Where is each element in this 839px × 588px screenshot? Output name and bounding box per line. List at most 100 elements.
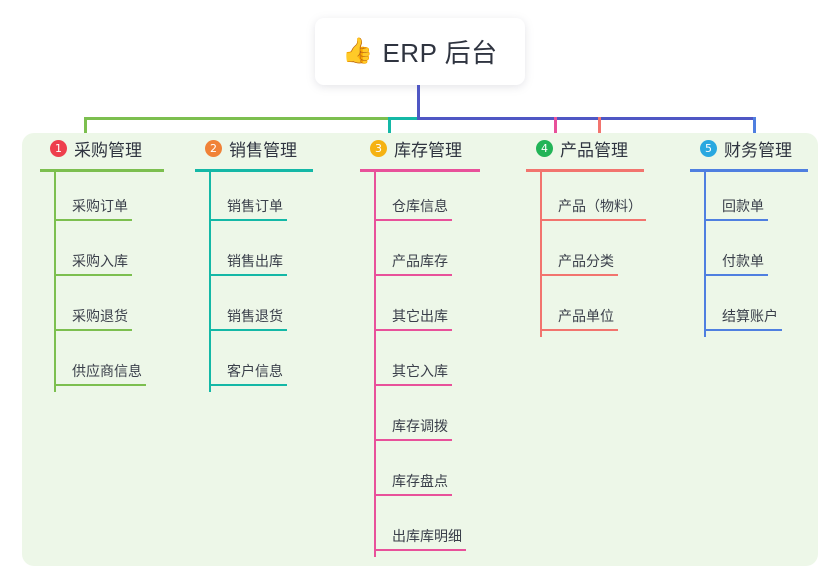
branch-header-1[interactable]: 1 采购管理 (40, 133, 164, 163)
branch-item-underline (374, 219, 452, 221)
branch-item-underline (54, 274, 132, 276)
branch-item[interactable]: 结算账户 (690, 282, 808, 337)
branch-item-label: 采购退货 (72, 308, 128, 324)
branch-item-underline (704, 274, 768, 276)
branch-item-label: 产品单位 (558, 308, 614, 324)
root-node-content: 👍 ERP 后台 (342, 33, 497, 70)
branch-column-2: 2 销售管理销售订单销售出库销售退货客户信息 (195, 133, 313, 392)
branch-item-label: 销售出库 (227, 253, 283, 269)
branch-items-2: 销售订单销售出库销售退货客户信息 (195, 172, 313, 392)
branch-stem-4 (540, 172, 542, 337)
branch-header-5[interactable]: 5 财务管理 (690, 133, 808, 163)
branch-item[interactable]: 销售出库 (195, 227, 313, 282)
branch-column-3: 3 库存管理仓库信息产品库存其它出库其它入库库存调拨库存盘点出库库明细 (360, 133, 480, 557)
branch-item-underline (374, 439, 452, 441)
branch-badge-2: 2 (205, 139, 222, 157)
branch-title-2: 销售管理 (229, 140, 297, 160)
branch-item-label: 产品库存 (392, 253, 448, 269)
branch-item[interactable]: 其它入库 (360, 337, 480, 392)
branch-item[interactable]: 采购入库 (40, 227, 164, 282)
branch-title-3: 库存管理 (394, 140, 462, 160)
branch-badge-4: 4 (536, 139, 553, 157)
branch-stem-5 (704, 172, 706, 337)
branch-item-underline (209, 274, 287, 276)
branch-stem-2 (209, 172, 211, 392)
branch-underline-5 (690, 169, 808, 172)
branch-item[interactable]: 库存调拨 (360, 392, 480, 447)
branch-item-label: 回款单 (722, 198, 764, 214)
branch-underline-4 (526, 169, 644, 172)
thumbs-up-icon: 👍 (342, 37, 374, 65)
branch-item-label: 其它出库 (392, 308, 448, 324)
branch-item[interactable]: 产品库存 (360, 227, 480, 282)
branch-header-2[interactable]: 2 销售管理 (195, 133, 313, 163)
branch-item-label: 客户信息 (227, 363, 283, 379)
branch-column-5: 5 财务管理回款单付款单结算账户 (690, 133, 808, 337)
branch-items-3: 仓库信息产品库存其它出库其它入库库存调拨库存盘点出库库明细 (360, 172, 480, 557)
branch-item-label: 库存调拨 (392, 418, 448, 434)
branch-item[interactable]: 库存盘点 (360, 447, 480, 502)
root-connector-stem (417, 85, 420, 118)
branch-item[interactable]: 付款单 (690, 227, 808, 282)
connector-bar-teal (388, 117, 419, 120)
branch-item[interactable]: 采购订单 (40, 172, 164, 227)
branch-item-label: 供应商信息 (72, 363, 142, 379)
branch-badge-5: 5 (700, 139, 717, 157)
branch-item[interactable]: 产品分类 (526, 227, 644, 282)
root-node-card[interactable]: 👍 ERP 后台 (315, 18, 525, 85)
branch-item-underline (704, 329, 782, 331)
branch-badge-3: 3 (370, 139, 387, 157)
branch-item-label: 采购订单 (72, 198, 128, 214)
branch-item-label: 结算账户 (722, 308, 778, 324)
branch-item[interactable]: 产品单位 (526, 282, 644, 337)
branch-item[interactable]: 其它出库 (360, 282, 480, 337)
branch-item[interactable]: 仓库信息 (360, 172, 480, 227)
branch-stem-1 (54, 172, 56, 392)
branches-panel: 1 采购管理采购订单采购入库采购退货供应商信息 2 销售管理销售订单销售出库销售退货客… (22, 133, 818, 566)
branch-item-underline (209, 329, 287, 331)
branch-item-underline (540, 329, 618, 331)
branch-stem-3 (374, 172, 376, 557)
branch-items-1: 采购订单采购入库采购退货供应商信息 (40, 172, 164, 392)
branch-item[interactable]: 产品（物料） (526, 172, 646, 227)
branch-item-underline (54, 329, 132, 331)
branch-item-underline (54, 219, 132, 221)
branch-item-underline (540, 219, 646, 221)
branch-item-underline (374, 329, 452, 331)
branch-item[interactable]: 采购退货 (40, 282, 164, 337)
branch-item-label: 销售退货 (227, 308, 283, 324)
branch-item-underline (374, 384, 452, 386)
branch-item-underline (374, 549, 466, 551)
branch-underline-1 (40, 169, 164, 172)
branch-items-5: 回款单付款单结算账户 (690, 172, 808, 337)
branch-item[interactable]: 回款单 (690, 172, 808, 227)
branch-item-underline (209, 384, 287, 386)
branch-item-label: 产品（物料） (558, 198, 642, 214)
branch-item[interactable]: 供应商信息 (40, 337, 164, 392)
branch-item-label: 出库库明细 (392, 528, 462, 544)
branch-item-label: 销售订单 (227, 198, 283, 214)
branch-items-4: 产品（物料） 产品分类产品单位 (526, 172, 646, 337)
branch-column-1: 1 采购管理采购订单采购入库采购退货供应商信息 (40, 133, 164, 392)
branch-underline-3 (360, 169, 480, 172)
branch-item[interactable]: 销售退货 (195, 282, 313, 337)
branch-item-label: 其它入库 (392, 363, 448, 379)
branch-title-5: 财务管理 (724, 140, 792, 160)
root-node-title: ERP 后台 (382, 38, 498, 68)
branch-item[interactable]: 客户信息 (195, 337, 313, 392)
branch-header-3[interactable]: 3 库存管理 (360, 133, 480, 163)
branch-item-underline (209, 219, 287, 221)
branch-item-underline (704, 219, 768, 221)
branch-item[interactable]: 销售订单 (195, 172, 313, 227)
branch-item-label: 库存盘点 (392, 473, 448, 489)
branch-badge-1: 1 (50, 139, 67, 157)
branch-title-1: 采购管理 (74, 140, 142, 160)
branch-item-underline (374, 494, 452, 496)
branch-item-label: 仓库信息 (392, 198, 448, 214)
branch-item[interactable]: 出库库明细 (360, 502, 480, 557)
branch-item-label: 产品分类 (558, 253, 614, 269)
connector-bar-green (84, 117, 390, 120)
branch-item-underline (540, 274, 618, 276)
